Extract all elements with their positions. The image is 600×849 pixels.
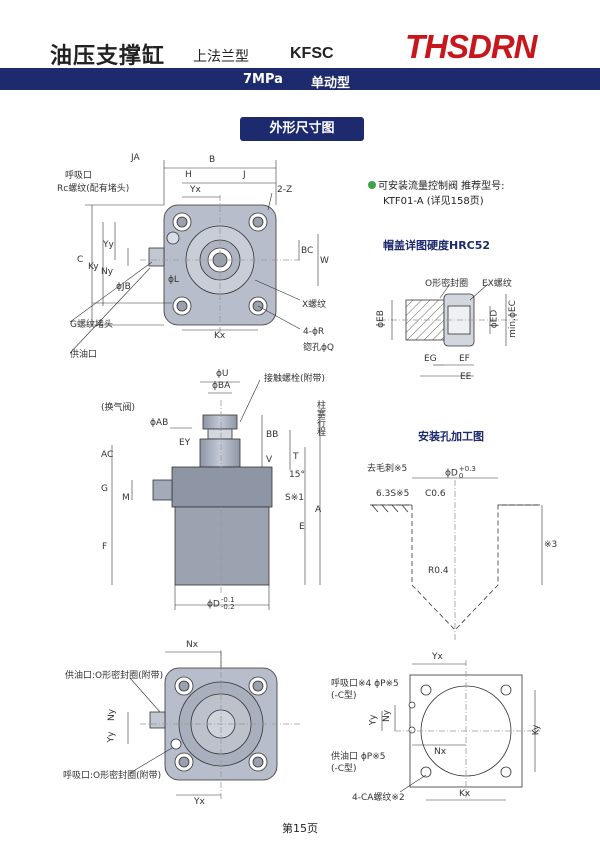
label-suction-oring: 呼吸口:O形密封圈(附带) <box>63 771 162 781</box>
dim-bottom-nx: Nx <box>186 640 199 650</box>
dim-pattern-nx: Nx <box>434 747 447 757</box>
top-view-drawing <box>140 195 300 335</box>
dim-pattern-ny: Ny <box>382 709 393 723</box>
hole-detail-dimensions <box>412 477 543 585</box>
dim-j: J <box>243 170 246 180</box>
dim-eg: EG <box>424 354 437 364</box>
label-contact-bolt: 接触螺栓(附带) <box>264 374 326 384</box>
label-plunger-stroke: 柱塞行程 <box>315 400 325 436</box>
dim-ed: ϕED <box>489 309 500 329</box>
dim-d: ϕD-0.1-0.2 <box>207 596 235 611</box>
top-view-dimensions <box>69 160 319 354</box>
page-title: 油压支撑缸 <box>50 44 166 69</box>
dim-pattern-yx: Yx <box>432 652 443 662</box>
dim-ny: Ny <box>101 267 114 277</box>
note-model: KTF01-A (详见158页) <box>383 196 484 207</box>
dim-f: F <box>102 542 108 552</box>
dim-pattern-kx: Kx <box>459 789 471 799</box>
label-c-type-1: (-C型) <box>331 691 357 701</box>
side-view-drawing <box>152 400 273 595</box>
dim-u: ϕU <box>216 369 229 379</box>
pressure-label: 7MPa <box>243 72 283 87</box>
label-ca-thread: 4-CA螺纹※2 <box>352 793 405 803</box>
label-ex-thread: EX螺纹 <box>482 279 512 289</box>
label-g-plug: G螺纹堵头 <box>70 320 113 330</box>
label-supply-oring: 供油口:O形密封圈(附带) <box>65 671 164 681</box>
dim-jb: ϕJB <box>116 282 131 292</box>
dim-bottom-yy: Yy <box>106 731 117 743</box>
dim-eb: ϕEB <box>375 310 386 328</box>
dim-m: M <box>122 493 130 503</box>
dim-g: G <box>101 484 108 494</box>
hole-detail-title: 安装孔加工图 <box>418 430 484 443</box>
dim-ef: EF <box>459 354 470 364</box>
label-c-type-2: (-C型) <box>331 764 357 774</box>
dim-ey: EY <box>179 438 191 448</box>
dim-bottom-ny: Ny <box>107 708 118 722</box>
label-counterbore: 锪孔ϕQ <box>303 343 335 353</box>
dim-bottom-yx: Yx <box>194 797 205 807</box>
dim-w: W <box>320 256 329 266</box>
page-subtitle: 上法兰型 <box>193 49 249 65</box>
dim-ba: ϕBA <box>212 381 231 391</box>
label-roughness: 6.3S※5 <box>376 489 410 499</box>
dim-bb: BB <box>266 430 279 440</box>
model-code: KFSC <box>290 45 334 62</box>
label-chamfer: C0.6 <box>425 489 446 499</box>
dim-pattern-yy: Yy <box>368 714 379 726</box>
dim-a: A <box>315 505 322 515</box>
note-3: ※3 <box>544 540 558 550</box>
label-suction-port: 呼吸口 <box>65 171 93 181</box>
dim-h: H <box>185 170 192 180</box>
note-flow-valve: 可安装流量控制阀 推荐型号: <box>368 177 505 192</box>
cap-detail-title: 帽盖详图硬度HRC52 <box>383 239 491 252</box>
cap-detail-drawing <box>380 293 520 347</box>
dim-yy: Yy <box>103 240 114 250</box>
dim-2z: 2-Z <box>277 185 293 195</box>
spec-band <box>0 68 600 90</box>
label-oring: O形密封圈 <box>425 279 469 289</box>
dim-ab: ϕAB <box>150 418 169 428</box>
label-pattern-supply: 供油口 ϕP※5 <box>331 752 386 762</box>
dim-radius: R0.4 <box>428 566 449 576</box>
bottom-view-dimensions <box>127 651 222 796</box>
dim-s: S※1 <box>285 493 304 503</box>
action-label: 单动型 <box>311 76 351 91</box>
dim-v: V <box>266 455 273 465</box>
cap-detail-dimensions <box>391 283 507 377</box>
dim-c: C <box>77 255 84 265</box>
dim-l: ϕL <box>168 275 179 285</box>
label-pattern-suction: 呼吸口※4 ϕP※5 <box>331 679 399 689</box>
dim-4r: 4-ϕR <box>303 327 325 337</box>
mounting-pattern-drawing <box>395 660 540 800</box>
label-supply-port: 供油口 <box>70 350 98 360</box>
page-number: 第15页 <box>282 822 318 835</box>
label-vent: (换气阀) <box>101 403 136 413</box>
dim-ac: AC <box>101 450 114 460</box>
dim-b: B <box>209 155 216 165</box>
dim-ec: min.ϕEC <box>507 300 518 338</box>
dim-ky: Ky <box>88 262 99 272</box>
dim-bc: BC <box>301 246 314 256</box>
dim-pattern-ky: Ky <box>531 724 542 736</box>
label-rc-thread: Rc螺纹(配有堵头) <box>57 184 130 194</box>
dim-yx: Yx <box>190 185 201 195</box>
dim-e: E <box>299 522 305 532</box>
hole-detail-drawing <box>370 480 540 640</box>
bottom-view-drawing <box>140 650 300 800</box>
mounting-pattern-dimensions <box>381 663 536 801</box>
dim-kx: Kx <box>214 331 226 341</box>
dim-ja: JA <box>131 153 140 163</box>
label-deburr: 去毛刺※5 <box>367 464 408 474</box>
side-view-dimensions <box>111 379 321 610</box>
section-title: 外形尺寸图 <box>240 117 364 141</box>
dim-angle: 15° <box>289 470 305 480</box>
note-bullet <box>368 181 376 189</box>
label-x-thread: X螺纹 <box>302 300 327 310</box>
dim-t: T <box>293 452 299 462</box>
dim-ee: EE <box>460 372 472 382</box>
brand-logo: THSDRN <box>405 28 538 65</box>
